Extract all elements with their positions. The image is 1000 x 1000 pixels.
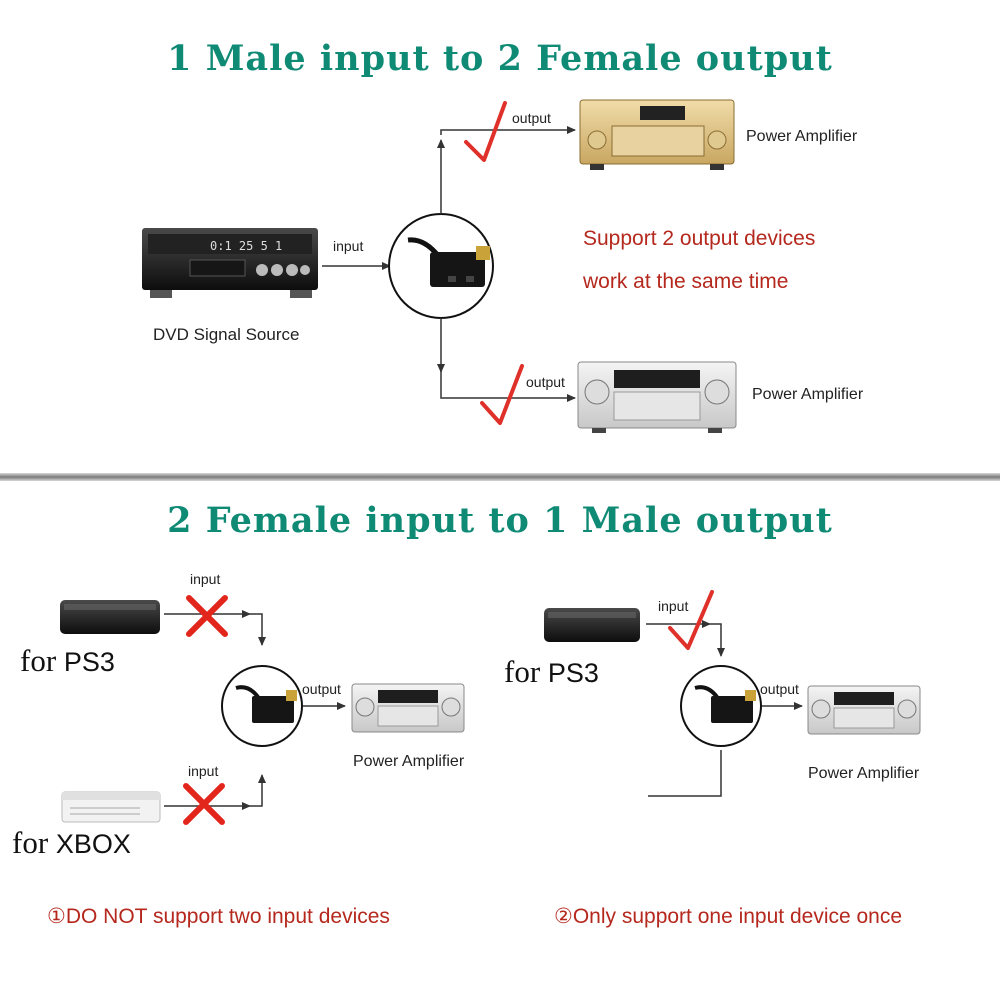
section1-title: 1 Male input to 2 Female output — [167, 38, 833, 79]
left-output-label: output — [302, 681, 341, 697]
ps3-label-right-name: PS3 — [547, 658, 599, 688]
output-label-top: output — [512, 110, 551, 126]
splitter-adapter-image — [388, 213, 494, 319]
support-note-line2: work at the same time — [583, 270, 789, 293]
left-amp-label: Power Amplifier — [353, 753, 465, 770]
amp-label-top: Power Amplifier — [746, 128, 858, 145]
dvd-player-image: 0:1 25 5 1 — [142, 228, 318, 298]
section-divider — [0, 473, 1000, 481]
splitter-adapter-image-left — [221, 665, 303, 747]
section2-title: 2 Female input to 1 Male output — [167, 500, 833, 541]
output-label-bottom: output — [526, 374, 565, 390]
cross-mark-icon — [186, 595, 228, 637]
check-mark-icon — [668, 590, 714, 650]
ps3-console-image-right — [544, 608, 640, 642]
silver-amplifier-image — [577, 361, 737, 433]
amp-label-bottom: Power Amplifier — [752, 386, 864, 403]
left-input-top-label: input — [190, 571, 221, 587]
xbox-label-name: XBOX — [55, 829, 131, 859]
amplifier-image-left — [351, 683, 465, 733]
ps3-label-right: for PS3 — [504, 654, 599, 690]
splitter-adapter-image-right — [680, 665, 762, 747]
xbox-label-prefix: for — [12, 825, 49, 860]
right-output-label: output — [760, 681, 799, 697]
right-caption: ②Only support one input device once — [554, 905, 903, 928]
ps3-console-image-left — [60, 600, 160, 634]
gold-amplifier-image — [579, 99, 735, 170]
xbox-console-image — [61, 791, 161, 823]
amplifier-image-right — [807, 685, 921, 735]
dvd-display-text: 0:1 25 5 1 — [210, 239, 282, 253]
right-input-label: input — [658, 598, 689, 614]
input-label: input — [333, 238, 364, 254]
check-mark-icon — [480, 364, 524, 425]
ps3-label-left-name: PS3 — [63, 647, 115, 677]
left-caption: ①DO NOT support two input devices — [47, 905, 390, 928]
support-note-line1: Support 2 output devices — [583, 227, 816, 250]
right-amp-label: Power Amplifier — [808, 765, 920, 782]
ps3-label-right-prefix: for — [504, 654, 541, 689]
ps3-label-left: for PS3 — [20, 643, 115, 679]
cross-mark-icon — [183, 783, 225, 825]
ps3-label-left-prefix: for — [20, 643, 57, 678]
check-mark-icon — [464, 101, 507, 162]
left-input-bottom-label: input — [188, 763, 219, 779]
dvd-source-label: DVD Signal Source — [153, 325, 300, 344]
xbox-label: for XBOX — [12, 825, 131, 861]
